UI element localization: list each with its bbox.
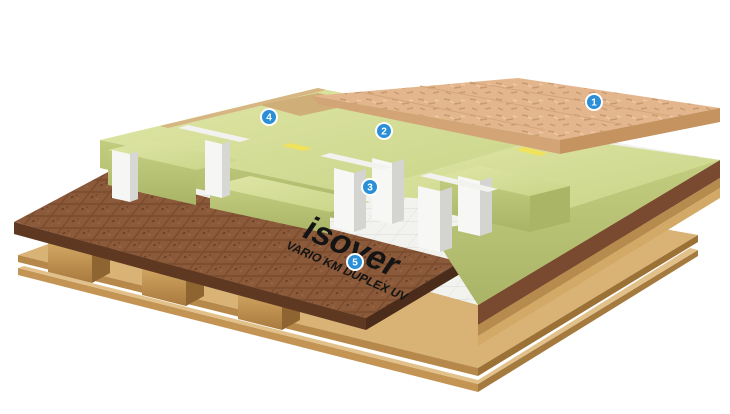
marker-4[interactable]: 4 bbox=[260, 108, 278, 126]
osb-board bbox=[312, 78, 720, 154]
marker-3[interactable]: 3 bbox=[361, 178, 379, 196]
right-layer-stack bbox=[478, 160, 720, 346]
marker-1[interactable]: 1 bbox=[585, 93, 603, 111]
marker-3-label: 3 bbox=[367, 183, 373, 194]
marker-2[interactable]: 2 bbox=[375, 122, 393, 140]
marker-5[interactable]: 5 bbox=[346, 253, 364, 271]
marker-2-label: 2 bbox=[381, 127, 387, 138]
marker-1-label: 1 bbox=[591, 98, 597, 109]
marker-5-label: 5 bbox=[352, 258, 358, 269]
marker-4-label: 4 bbox=[266, 113, 272, 124]
screed-layer bbox=[14, 172, 460, 330]
gypsum-boards bbox=[112, 125, 548, 252]
callout-markers: 1 2 3 4 5 bbox=[260, 93, 603, 271]
